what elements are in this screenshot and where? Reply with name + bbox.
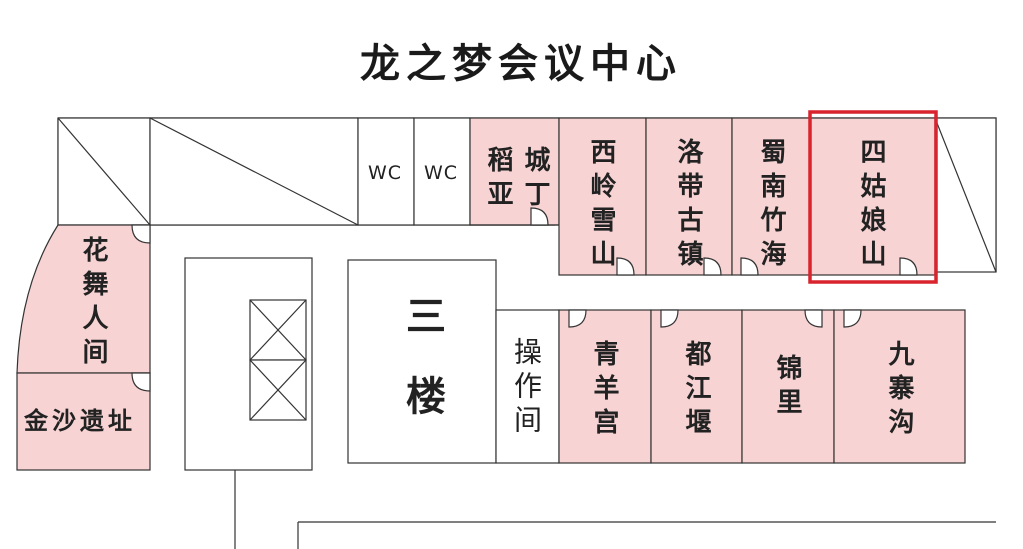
- room-siguniangshan[interactable]: [809, 117, 936, 276]
- room-label-luodaiguzhen: 洛带古镇: [673, 138, 703, 274]
- room-label-daochengyading-right: 城丁: [520, 146, 550, 214]
- room-label-daochengyading-left: 稻亚: [483, 146, 513, 214]
- room-label-huawurenjian: 花舞人间: [78, 236, 108, 372]
- page-title: 龙之梦会议中心: [360, 40, 682, 87]
- room-jinli[interactable]: [741, 309, 835, 464]
- wc-room-2: [413, 117, 471, 226]
- floor-label: 三楼: [399, 295, 446, 455]
- room-label-xilingxueshan: 西岭雪山: [586, 138, 616, 274]
- wc-label-1: WC: [368, 162, 403, 184]
- room-shunanzhuhai[interactable]: [731, 117, 811, 276]
- floor-block: [347, 259, 497, 464]
- operation-room: [495, 309, 560, 464]
- wc-room-1: [357, 117, 415, 226]
- elevator-icon: [249, 299, 307, 421]
- room-label-jinli: 锦里: [772, 354, 802, 422]
- room-jinshayizhi[interactable]: [16, 372, 151, 471]
- room-label-siguniangshan: 四姑娘山: [856, 138, 886, 274]
- room-label-dujiangyan: 都江堰: [681, 340, 711, 442]
- operation-room-label: 操作间: [510, 337, 543, 439]
- highlight-box: [808, 110, 938, 284]
- stairwell-blocks: [57, 117, 997, 273]
- room-dujiangyan[interactable]: [650, 309, 743, 464]
- room-label-shunanzhuhai: 蜀南竹海: [756, 138, 786, 274]
- room-label-jiuzhaigou: 九寨沟: [884, 340, 914, 442]
- room-xilingxueshan[interactable]: [558, 117, 647, 276]
- room-qingyanggong[interactable]: [558, 309, 652, 464]
- wc-label-2: WC: [424, 162, 459, 184]
- doors: [131, 207, 918, 392]
- room-label-jinshayizhi: 金沙遗址: [24, 406, 136, 435]
- room-label-qingyanggong: 青羊宫: [589, 340, 619, 442]
- room-daochengyading[interactable]: [469, 117, 560, 226]
- room-jiuzhaigou[interactable]: [833, 309, 966, 464]
- room-luodaiguzhen[interactable]: [645, 117, 733, 276]
